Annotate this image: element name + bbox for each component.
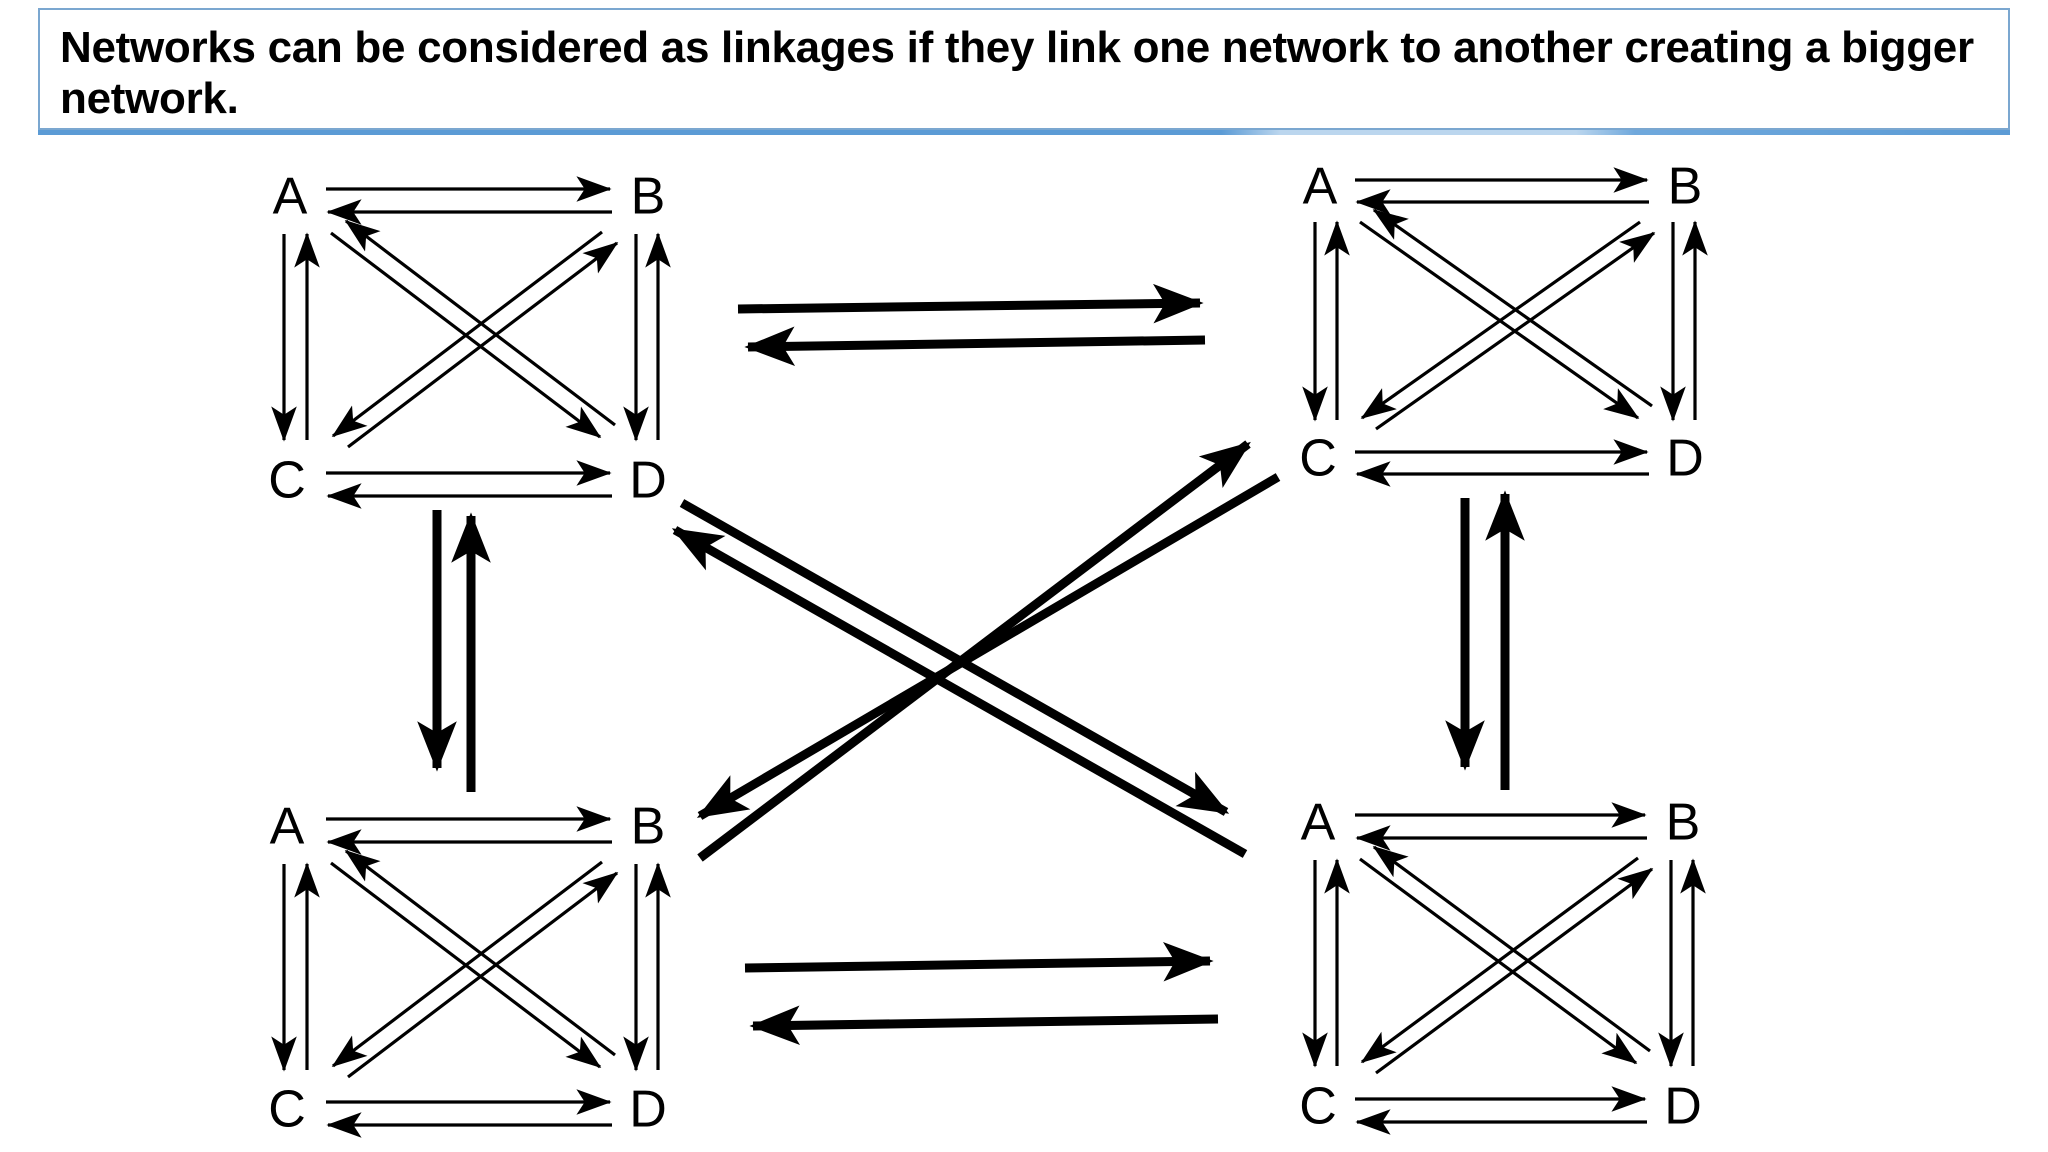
- linkage-top[interactable]: [737, 283, 1206, 367]
- node-label-c: C: [268, 452, 306, 510]
- linkage-diagonal-arrow-to-bottom-left: [696, 473, 1281, 820]
- edge-b-to-c: [1360, 856, 1639, 1064]
- node-label-b: B: [1668, 158, 1703, 216]
- edge-c-to-b: [1375, 231, 1656, 431]
- linkage-top-arrow-right: [737, 283, 1204, 324]
- cluster-top-right[interactable]: A B C D: [1299, 158, 1708, 488]
- edge-c-to-b: [347, 871, 619, 1079]
- cluster-bottom-left[interactable]: A B C D: [268, 798, 671, 1139]
- edge-d-to-a: [1372, 208, 1653, 408]
- node-label-a: A: [273, 168, 308, 226]
- linkage-top-arrow-left: [744, 326, 1206, 367]
- linkage-diagonal-arrow-to-top-left: [671, 526, 1248, 858]
- node-label-b: B: [1666, 794, 1701, 852]
- node-label-a: A: [1301, 794, 1336, 852]
- title-box: Networks can be considered as linkages i…: [38, 8, 2010, 130]
- edge-b-to-c: [331, 860, 603, 1068]
- edge-b-to-c: [331, 230, 603, 438]
- node-label-c: C: [268, 1081, 306, 1139]
- node-label-d: D: [629, 1081, 667, 1139]
- edge-c-to-b: [347, 241, 619, 449]
- linkage-diagonal-bl-tr[interactable]: [696, 440, 1281, 862]
- title-accent-bar: [38, 130, 2010, 135]
- edge-c-to-b: [1375, 867, 1654, 1075]
- node-label-a: A: [1303, 158, 1338, 216]
- node-label-d: D: [1664, 1078, 1702, 1136]
- linkage-bottom-arrow-right: [744, 941, 1214, 982]
- node-label-b: B: [631, 798, 666, 856]
- page-title: Networks can be considered as linkages i…: [60, 23, 1974, 124]
- node-label-c: C: [1299, 430, 1337, 488]
- linkage-diagonal-arrow-to-bottom-right: [679, 499, 1230, 816]
- cluster-top-left[interactable]: A B C D: [268, 168, 671, 510]
- linkage-left[interactable]: [417, 510, 491, 792]
- edge-b-to-c: [1360, 220, 1641, 420]
- edge-d-to-a: [1372, 845, 1651, 1053]
- linkage-right[interactable]: [1445, 490, 1525, 790]
- cluster-bottom-right[interactable]: A B C D: [1299, 794, 1706, 1136]
- linkage-bottom-arrow-left: [749, 1005, 1219, 1046]
- node-label-a: A: [270, 798, 305, 856]
- node-label-d: D: [629, 452, 667, 510]
- linkage-bottom[interactable]: [744, 941, 1219, 1046]
- linkage-diagonal-tl-br[interactable]: [671, 499, 1248, 858]
- node-label-c: C: [1299, 1078, 1337, 1136]
- node-label-d: D: [1666, 430, 1704, 488]
- node-label-b: B: [631, 168, 666, 226]
